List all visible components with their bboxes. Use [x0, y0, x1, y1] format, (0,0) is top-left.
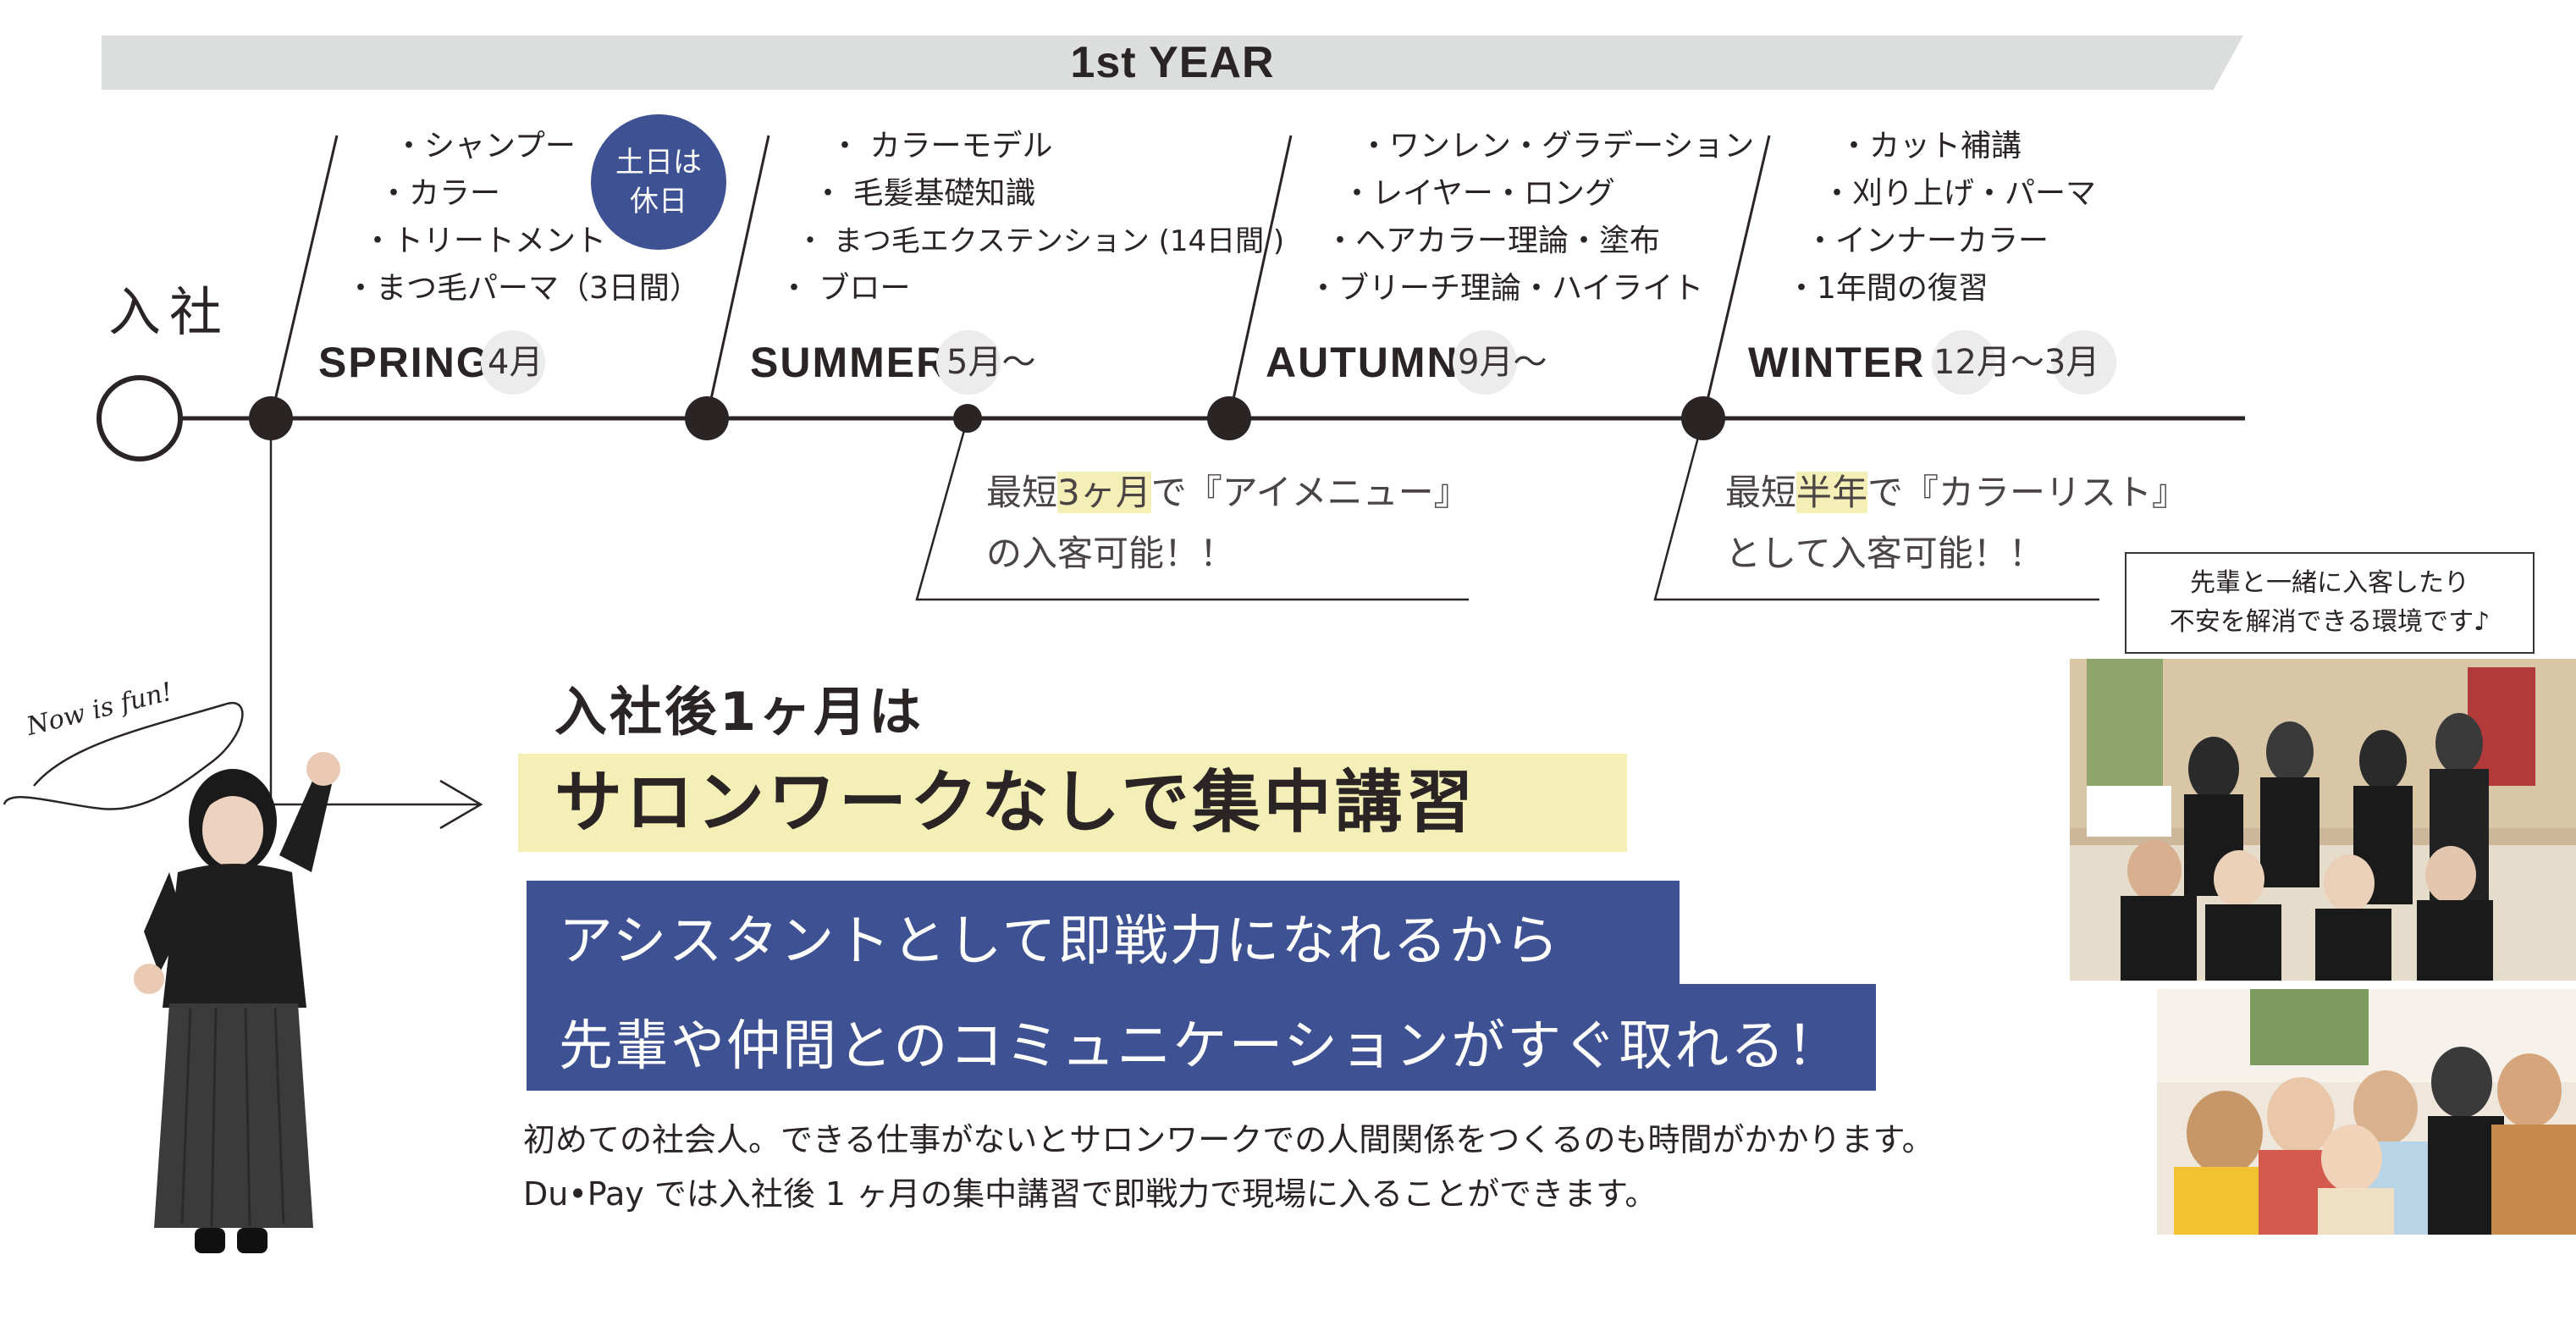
- eye-menu-note-line-2: の入客可能！！: [986, 533, 1236, 574]
- colorist-note-suffix: で『カラーリスト』: [1867, 472, 2188, 513]
- eye-menu-note-prefix: 最短: [986, 472, 1058, 513]
- season-month-winter: 12月〜3月: [1933, 343, 2100, 382]
- summer-slant: [705, 135, 770, 419]
- month-bubble-winter-end: [2052, 330, 2116, 395]
- body-text-line-2: Du•Pay では入社後 1 ヶ月の集中講習で即戦力で現場に入ることができます。: [523, 1175, 1658, 1213]
- season-name-winter: WINTER: [1748, 339, 1926, 386]
- colorist-note-highlight: 半年: [1796, 472, 1868, 513]
- eye-menu-note-suffix: で『アイメニュー』: [1150, 472, 1470, 513]
- weekend-off-badge: 土日は 休日: [591, 114, 726, 250]
- weekend-badge-line-2: 休日: [630, 185, 687, 218]
- handwriting-swoosh: [3, 701, 244, 810]
- spring-slant: [269, 135, 339, 419]
- winter-topic-3: ・インナーカラー: [1805, 224, 2049, 258]
- summer-topic-3: ・ まつ毛エクステンション (14日間 ): [796, 224, 1285, 258]
- first-month-heading: 入社後1ヶ月は: [554, 681, 924, 743]
- body-text-line-1: 初めての社会人。できる仕事がないとサロンワークでの人間関係をつくるのも時間がかか…: [523, 1121, 1934, 1158]
- start-circle: [97, 375, 183, 462]
- summer-topic-1: ・ カラーモデル: [830, 129, 1053, 163]
- join-label: 入社: [108, 281, 231, 343]
- autumn-slant: [1227, 135, 1293, 419]
- autumn-topic-4: ・ブリーチ理論・ハイライト: [1308, 271, 1704, 306]
- season-name-summer: SUMMER: [750, 339, 949, 386]
- month-bubble-winter-start: [1932, 330, 1996, 395]
- spring-topic-4: ・まつ毛パーマ（3日間）: [345, 271, 700, 306]
- person-photo-cutout: [134, 752, 340, 1253]
- colorist-note-prefix: 最短: [1725, 472, 1797, 513]
- blue-banner-2: [527, 984, 1876, 1091]
- season-name-autumn: AUTUMN: [1266, 339, 1459, 386]
- colorist-note-line-1: 最短半年で『カラーリスト』: [1725, 462, 2187, 523]
- year-band: [102, 36, 2243, 90]
- eye-menu-note-line-1: 最短3ヶ月で『アイメニュー』: [986, 462, 1470, 523]
- weekend-badge-line-1: 土日は: [615, 146, 702, 180]
- senior-support-box: 先輩と一緒に入客したり 不安を解消できる環境です♪: [2125, 552, 2535, 654]
- winter-topic-1: ・カット補講: [1839, 129, 2022, 163]
- senior-box-line-2: 不安を解消できる環境です♪: [2169, 607, 2491, 637]
- summer-topic-2: ・ 毛髪基礎知識: [813, 176, 1036, 211]
- intensive-training-heading: サロンワークなしで集中講習: [554, 763, 1477, 842]
- season-month-autumn: 9月〜: [1458, 343, 1547, 382]
- blue-banner-text-2: 先輩や仲間とのコミュニケーションがすぐ取れる！: [559, 1015, 1843, 1078]
- eye-menu-bracket: [915, 417, 1469, 601]
- month-bubble-summer: [936, 330, 1001, 395]
- colorist-note-line-2: として入客可能！！: [1725, 533, 2044, 574]
- winter-topic-4: ・1年間の復習: [1786, 271, 1989, 306]
- intensive-highlight-box: [518, 754, 1627, 852]
- staff-group-photo-2: [2157, 989, 2576, 1235]
- staff-group-photo-1: [2070, 659, 2576, 981]
- season-name-spring: SPRING: [318, 339, 491, 386]
- autumn-topic-1: ・ワンレン・グラデーション: [1359, 129, 1755, 163]
- autumn-topic-3: ・ヘアカラー理論・塗布: [1325, 224, 1661, 258]
- winter-topic-2: ・刈り上げ・パーマ: [1822, 176, 2097, 211]
- summer-topic-4: ・ ブロー: [779, 271, 911, 306]
- autumn-topic-2: ・レイヤー・ロング: [1342, 176, 1615, 211]
- spring-topic-1: ・シャンプー: [394, 129, 576, 163]
- season-month-spring: 4月: [488, 343, 543, 382]
- blue-banner-text-1: アシスタントとして即戦力になれるから: [559, 910, 1561, 973]
- spring-topic-3: ・トリートメント: [362, 224, 607, 258]
- colorist-bracket: [1653, 417, 2099, 601]
- eye-menu-note-highlight: 3ヶ月: [1057, 472, 1151, 513]
- feature-arrow-head: [439, 779, 483, 830]
- senior-box-line-1: 先輩と一緒に入客したり: [2190, 568, 2469, 598]
- spring-topic-2: ・カラー: [378, 176, 501, 211]
- season-month-summer: 5月〜: [946, 343, 1036, 382]
- year-title: 1st YEAR: [1070, 38, 1275, 87]
- month-bubble-autumn: [1453, 330, 1517, 395]
- winter-slant: [1702, 135, 1771, 419]
- month-bubble-spring: [481, 330, 545, 395]
- blue-banner-1: [527, 881, 1680, 984]
